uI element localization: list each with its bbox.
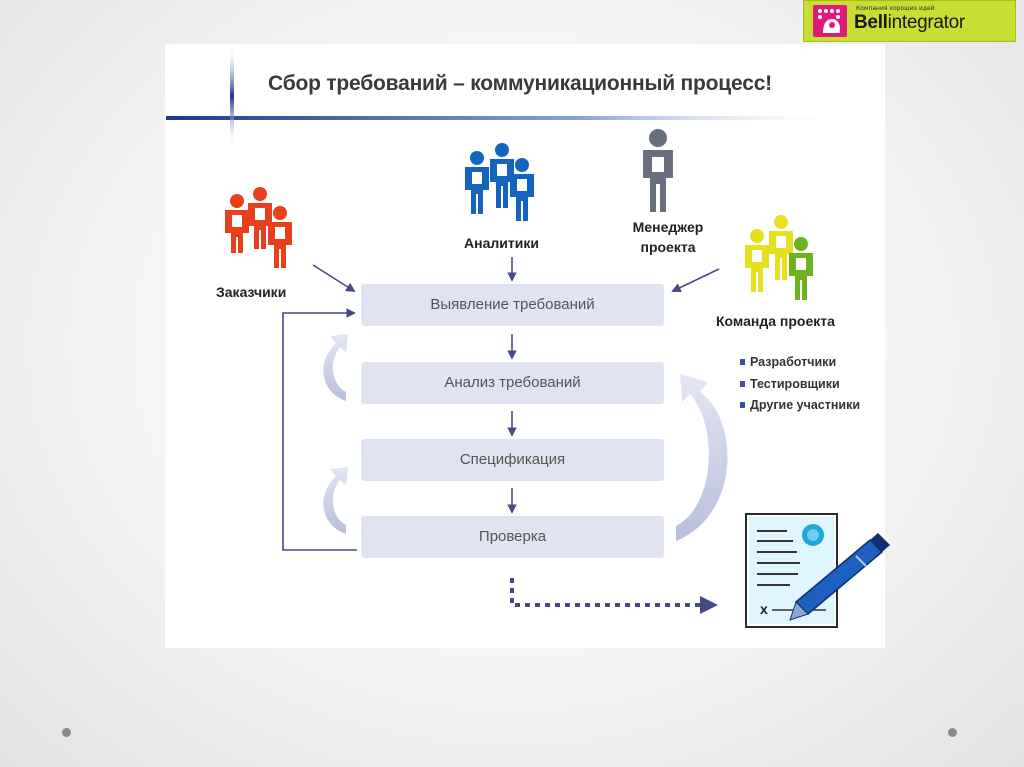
company-logo: Компания хороших идей Bellintegrator (803, 0, 1016, 42)
next-slide-dot[interactable] (948, 728, 957, 737)
signed-document-icon: x (745, 513, 838, 628)
arrow-to-document-head (700, 596, 718, 614)
prev-slide-dot[interactable] (62, 728, 71, 737)
step-analysis: Анализ требований (361, 362, 664, 404)
list-item: Тестировщики (740, 374, 860, 396)
slide-title: Сбор требований – коммуникационный проце… (268, 72, 772, 95)
team-label: Команда проекта (716, 313, 835, 329)
logo-name: Bellintegrator (854, 12, 965, 33)
title-vertical-line (230, 44, 234, 148)
signature-mark: x (760, 601, 768, 617)
curved-arrow-left-bottom (323, 467, 348, 534)
step-verification: Проверка (361, 516, 664, 558)
team-members-list: Разработчики Тестировщики Другие участни… (740, 352, 860, 417)
curved-arrow-right-large (676, 374, 728, 541)
arrow-team-to-elicitation (671, 268, 720, 293)
team-people-icon (745, 215, 813, 300)
feedback-loop-line (282, 308, 357, 551)
manager-label: Менеджер проекта (632, 219, 704, 255)
manager-person-icon (643, 129, 673, 212)
logo-tagline: Компания хороших идей (856, 5, 935, 12)
arrow-to-document (510, 578, 700, 607)
title-underline (166, 116, 856, 120)
curved-arrow-left-top (323, 334, 348, 401)
pen-icon (789, 533, 890, 621)
logo-bell-icon (813, 5, 847, 37)
list-item: Разработчики (740, 352, 860, 374)
list-item: Другие участники (740, 395, 860, 417)
analysts-label: Аналитики (464, 235, 539, 251)
analysts-people-icon (465, 143, 534, 221)
step-specification: Спецификация (361, 439, 664, 481)
arrow-customers-to-elicitation (312, 264, 356, 293)
step-elicitation: Выявление требований (361, 284, 664, 326)
customers-label: Заказчики (216, 284, 287, 300)
customers-people-icon (225, 187, 292, 268)
